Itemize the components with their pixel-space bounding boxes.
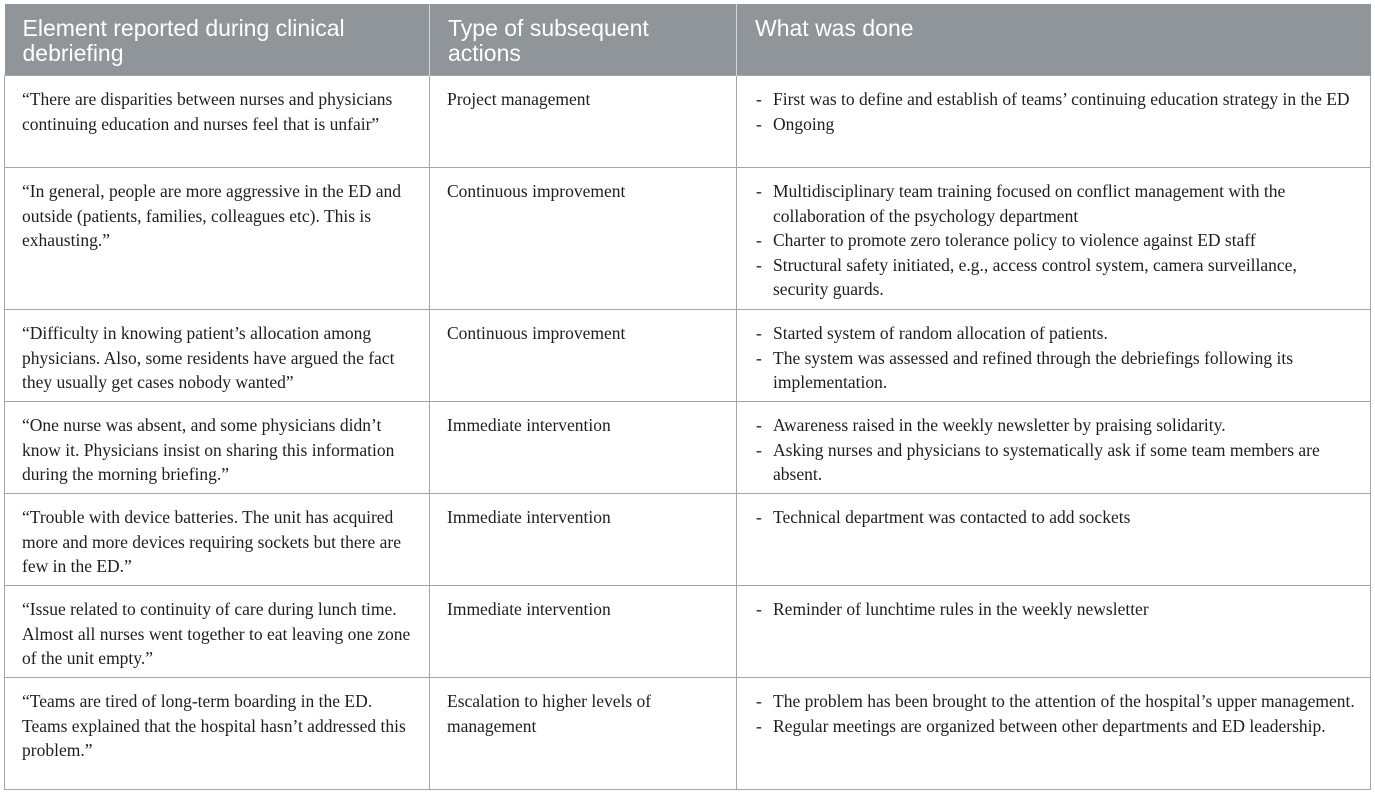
action-item: The system was assessed and refined thro… bbox=[756, 346, 1356, 395]
table-row: “Issue related to continuity of care dur… bbox=[4, 585, 1371, 678]
header-element: Element reported during clinical debrief… bbox=[4, 4, 430, 76]
action-list: Awareness raised in the weekly newslette… bbox=[754, 413, 1356, 487]
table-row: “There are disparities between nurses an… bbox=[4, 75, 1371, 168]
cell-actions: Started system of random allocation of p… bbox=[736, 309, 1371, 402]
cell-element: “There are disparities between nurses an… bbox=[4, 75, 430, 168]
cell-type: Immediate intervention bbox=[429, 493, 737, 586]
table-body: “There are disparities between nurses an… bbox=[4, 75, 1371, 790]
cell-type: Immediate intervention bbox=[429, 401, 737, 494]
action-list: Technical department was contacted to ad… bbox=[754, 505, 1356, 530]
cell-actions: Reminder of lunchtime rules in the weekl… bbox=[736, 585, 1371, 678]
cell-actions: Technical department was contacted to ad… bbox=[736, 493, 1371, 586]
cell-actions: The problem has been brought to the atte… bbox=[736, 677, 1371, 790]
cell-type: Continuous improvement bbox=[429, 309, 737, 402]
cell-element: “Difficulty in knowing patient’s allocat… bbox=[4, 309, 430, 402]
header-what-was-done: What was done bbox=[736, 4, 1371, 76]
debriefing-table: Element reported during clinical debrief… bbox=[4, 4, 1371, 790]
cell-element: “Issue related to continuity of care dur… bbox=[4, 585, 430, 678]
action-item: Asking nurses and physicians to systemat… bbox=[756, 438, 1356, 487]
action-item: Reminder of lunchtime rules in the weekl… bbox=[756, 597, 1356, 622]
table-row: “Difficulty in knowing patient’s allocat… bbox=[4, 309, 1371, 402]
action-list: The problem has been brought to the atte… bbox=[754, 689, 1356, 738]
action-list: First was to define and establish of tea… bbox=[754, 87, 1356, 136]
cell-type: Escalation to higher levels of managemen… bbox=[429, 677, 737, 790]
action-item: Charter to promote zero tolerance policy… bbox=[756, 228, 1356, 253]
header-type: Type of subsequent actions bbox=[429, 4, 737, 76]
table-row: “In general, people are more aggressive … bbox=[4, 167, 1371, 310]
action-item: First was to define and establish of tea… bbox=[756, 87, 1356, 112]
table-header: Element reported during clinical debrief… bbox=[4, 4, 1371, 76]
action-item: Regular meetings are organized between o… bbox=[756, 714, 1356, 739]
action-item: The problem has been brought to the atte… bbox=[756, 689, 1356, 714]
action-item: Ongoing bbox=[756, 112, 1356, 137]
cell-type: Continuous improvement bbox=[429, 167, 737, 310]
cell-element: “One nurse was absent, and some physicia… bbox=[4, 401, 430, 494]
table-row: “One nurse was absent, and some physicia… bbox=[4, 401, 1371, 494]
action-item: Started system of random allocation of p… bbox=[756, 321, 1356, 346]
debriefing-table-container: Element reported during clinical debrief… bbox=[4, 4, 1371, 790]
cell-type: Project management bbox=[429, 75, 737, 168]
action-item: Structural safety initiated, e.g., acces… bbox=[756, 253, 1356, 302]
action-list: Reminder of lunchtime rules in the weekl… bbox=[754, 597, 1356, 622]
cell-element: “In general, people are more aggressive … bbox=[4, 167, 430, 310]
action-list: Started system of random allocation of p… bbox=[754, 321, 1356, 395]
cell-actions: Multidisciplinary team training focused … bbox=[736, 167, 1371, 310]
action-item: Multidisciplinary team training focused … bbox=[756, 179, 1356, 228]
cell-actions: First was to define and establish of tea… bbox=[736, 75, 1371, 168]
action-item: Awareness raised in the weekly newslette… bbox=[756, 413, 1356, 438]
cell-type: Immediate intervention bbox=[429, 585, 737, 678]
table-row: “Trouble with device batteries. The unit… bbox=[4, 493, 1371, 586]
cell-element: “Trouble with device batteries. The unit… bbox=[4, 493, 430, 586]
header-row: Element reported during clinical debrief… bbox=[4, 4, 1371, 76]
action-item: Technical department was contacted to ad… bbox=[756, 505, 1356, 530]
cell-element: “Teams are tired of long-term boarding i… bbox=[4, 677, 430, 790]
table-row: “Teams are tired of long-term boarding i… bbox=[4, 677, 1371, 790]
cell-actions: Awareness raised in the weekly newslette… bbox=[736, 401, 1371, 494]
action-list: Multidisciplinary team training focused … bbox=[754, 179, 1356, 302]
